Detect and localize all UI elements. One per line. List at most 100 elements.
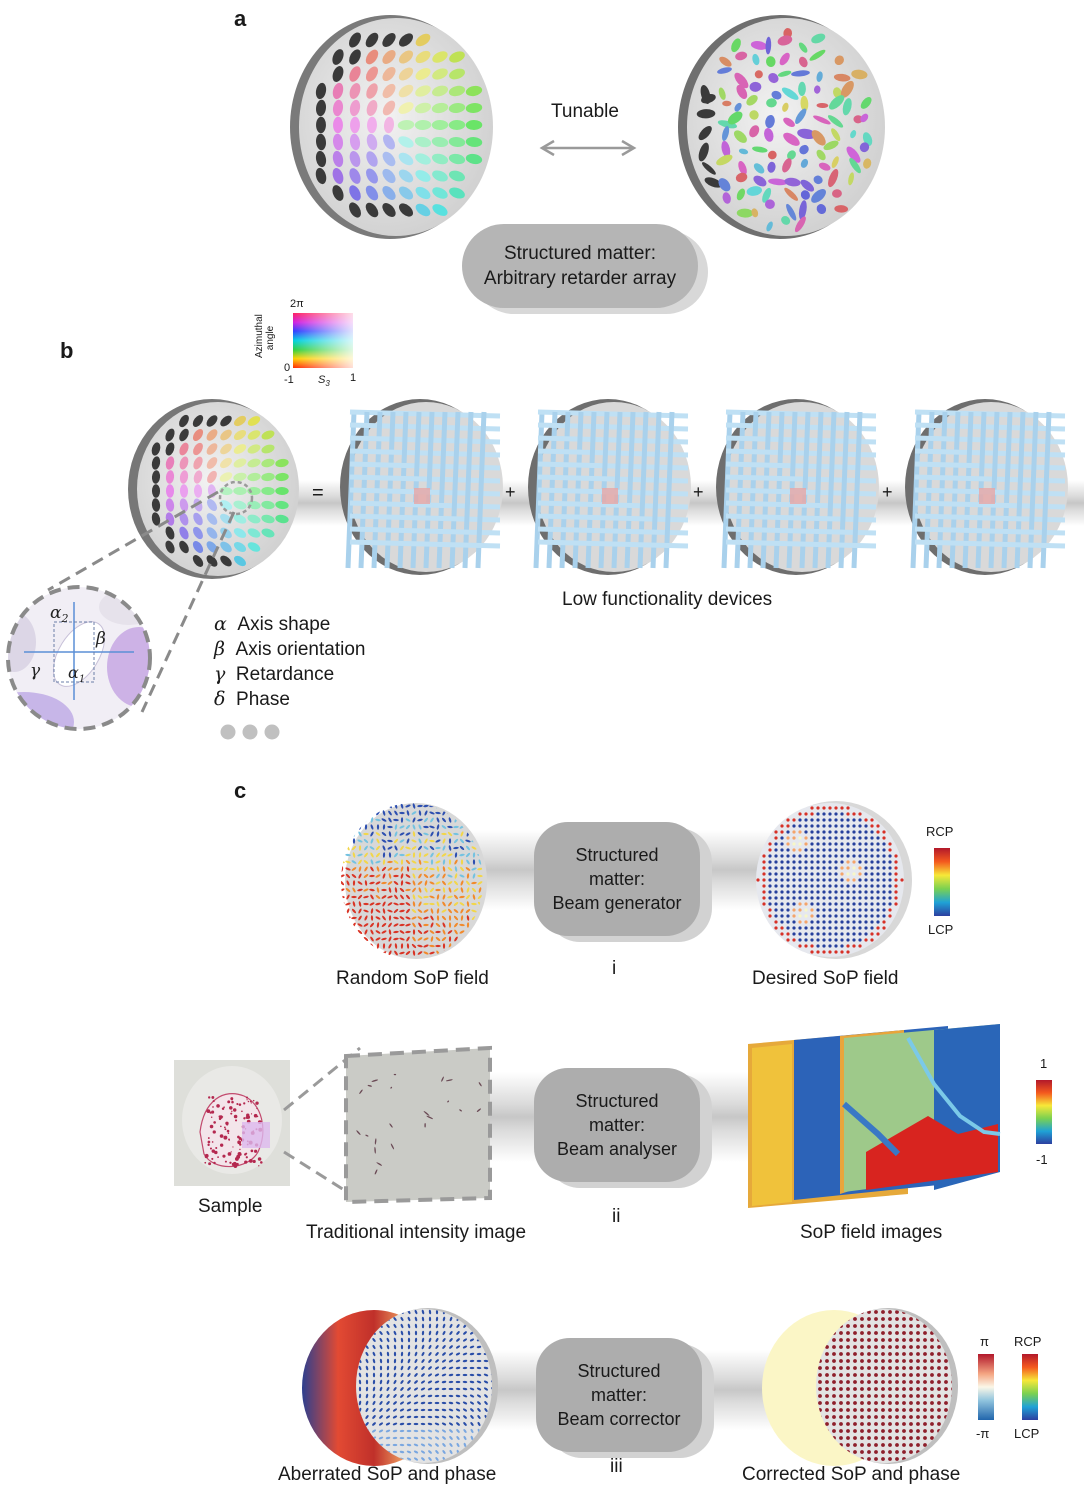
sop-dot: [387, 839, 393, 843]
sop-dot: [412, 887, 416, 893]
sop-dot: [951, 1338, 952, 1342]
sop-dot: [378, 1436, 384, 1440]
sop-dot: [406, 936, 410, 942]
sop-dot: [834, 944, 838, 948]
sop-dot: [427, 1380, 433, 1384]
sop-dot: [846, 1394, 850, 1398]
retarder-pillar: [247, 542, 261, 552]
sop-dot: [484, 1449, 488, 1455]
sop-dot: [870, 842, 874, 846]
sop-dot: [423, 944, 429, 948]
sop-dot: [420, 1415, 426, 1419]
sop-dot: [810, 926, 814, 930]
sop-dot: [429, 944, 435, 948]
sop-dot: [822, 908, 826, 912]
sop-dot: [423, 853, 429, 857]
sop-dot: [430, 852, 434, 858]
sop-dot: [792, 836, 796, 840]
sop-dot: [818, 1457, 822, 1461]
sop-dot: [387, 825, 393, 829]
sop-dot: [895, 1387, 899, 1391]
sop-dot: [365, 1351, 369, 1357]
sop-dot: [853, 1352, 857, 1356]
sop-dot: [916, 1401, 920, 1405]
sop-dot: [427, 1422, 433, 1426]
sop-dot: [882, 830, 886, 834]
intensity-speck: [374, 1146, 376, 1154]
sop-dot: [804, 938, 808, 942]
sop-dot: [435, 1323, 439, 1329]
sop-dot: [491, 1421, 492, 1427]
sop-dot: [888, 1331, 892, 1335]
retarder-pill: [828, 168, 839, 188]
sop-dot: [428, 1337, 432, 1343]
sop-dot: [858, 944, 862, 948]
sop-dot: [867, 1310, 871, 1314]
retarder-pillar: [414, 102, 432, 114]
sop-dot: [429, 874, 435, 878]
sop-dot: [442, 817, 446, 823]
sop-dot: [867, 1352, 871, 1356]
sop-dot: [874, 1429, 878, 1433]
sop-dot: [352, 887, 356, 893]
sop-dot: [870, 896, 874, 900]
sop-dot: [818, 1443, 822, 1447]
sop-dot: [909, 1415, 913, 1419]
sop-dot: [484, 1317, 488, 1321]
sop-dot: [822, 914, 826, 918]
sop-dot: [810, 944, 814, 948]
sop-dot: [449, 1442, 453, 1448]
sop-dot: [463, 1442, 467, 1448]
sop-dot: [341, 880, 345, 886]
sop-dot: [818, 1366, 822, 1370]
sop-dot: [393, 1358, 397, 1364]
sop-dot: [490, 1331, 492, 1335]
sop-dot: [816, 908, 820, 912]
retarder-disc-small: [128, 399, 299, 579]
tissue-speck: [207, 1143, 210, 1147]
sop-dot: [365, 1379, 369, 1385]
sop-dot: [424, 817, 428, 823]
retarder-pillar: [415, 186, 431, 200]
retarder-pillar: [366, 133, 378, 151]
sop-dot: [930, 1394, 934, 1398]
sop-dot: [888, 860, 892, 864]
sop-dot: [923, 1394, 927, 1398]
sop-dot: [417, 845, 423, 851]
sop-dot: [406, 908, 410, 914]
retarder-pillar: [398, 102, 414, 114]
sop-dot: [832, 1380, 836, 1384]
sop-dot: [394, 824, 398, 830]
cor-pill-line-2: matter:: [590, 1385, 647, 1405]
sop-dot: [435, 1316, 439, 1322]
zoom-lines-b: [47, 490, 236, 713]
sop-dot: [916, 1380, 920, 1384]
sop-dot: [352, 929, 356, 935]
sop-dot: [888, 884, 892, 888]
sop-dot: [465, 867, 471, 871]
sop-dot: [400, 880, 404, 886]
retarder-pillar: [365, 202, 379, 218]
sop-dot: [825, 1429, 829, 1433]
sop-dot: [386, 1401, 390, 1405]
retarder-pillar: [349, 185, 361, 201]
sop-dot: [825, 1380, 829, 1384]
grid-device-1: [340, 399, 503, 575]
retarder-pill: [834, 55, 844, 66]
sop-dot: [798, 842, 802, 846]
sop-dot: [768, 902, 772, 906]
retarder-pill: [721, 140, 731, 158]
sop-dot: [780, 860, 784, 864]
retarder-pillar: [397, 120, 415, 130]
retarder-pillar: [332, 185, 344, 201]
sop-dot: [417, 818, 423, 822]
sop-dot: [832, 1359, 836, 1363]
sop-dot: [846, 1366, 850, 1370]
sop-dot: [923, 1436, 927, 1440]
sop-dot: [442, 1429, 446, 1433]
sop-dot: [895, 1338, 899, 1342]
sop-dot: [825, 1373, 829, 1377]
sop-dot: [937, 1415, 941, 1419]
sop-dot: [786, 878, 790, 882]
sop-dot: [357, 811, 363, 815]
